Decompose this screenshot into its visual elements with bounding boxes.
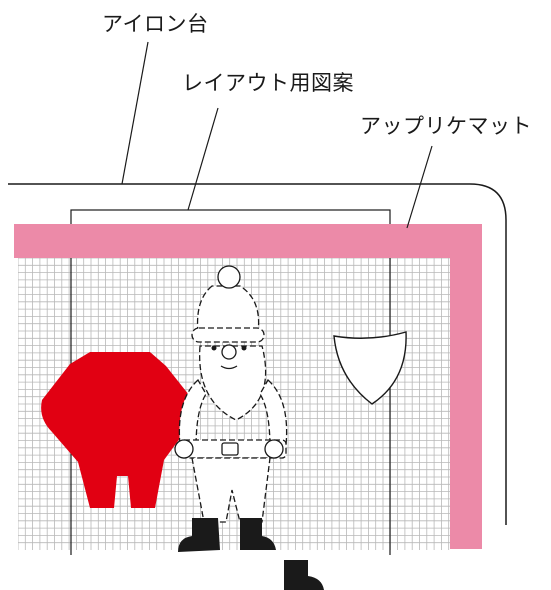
belt-buckle-left bbox=[174, 439, 194, 459]
leader-line-ironing-board bbox=[121, 41, 149, 185]
santa-pattern-dashed bbox=[178, 285, 288, 523]
applique-mat-border bbox=[14, 224, 482, 549]
leader-line-applique-mat bbox=[406, 145, 433, 229]
belt-buckle-right bbox=[264, 439, 284, 459]
hat-pompom bbox=[217, 265, 241, 289]
label-ironing-board: アイロン台 bbox=[102, 12, 209, 36]
santa-mouth bbox=[220, 365, 238, 370]
white-shield-piece bbox=[333, 331, 407, 405]
label-applique-mat: アップリケマット bbox=[360, 114, 532, 138]
leader-line-layout-pattern bbox=[187, 107, 219, 211]
santa-eyes bbox=[211, 345, 247, 351]
belt-buckle bbox=[221, 442, 239, 456]
ironing-board-outline bbox=[8, 183, 507, 525]
separate-boot-piece bbox=[284, 560, 324, 590]
label-layout-pattern: レイアウト用図案 bbox=[182, 71, 354, 95]
red-body-piece bbox=[41, 352, 194, 508]
santa-details bbox=[174, 265, 284, 459]
right-boot bbox=[240, 518, 276, 550]
left-boot bbox=[178, 518, 220, 552]
santa-nose bbox=[221, 344, 237, 360]
